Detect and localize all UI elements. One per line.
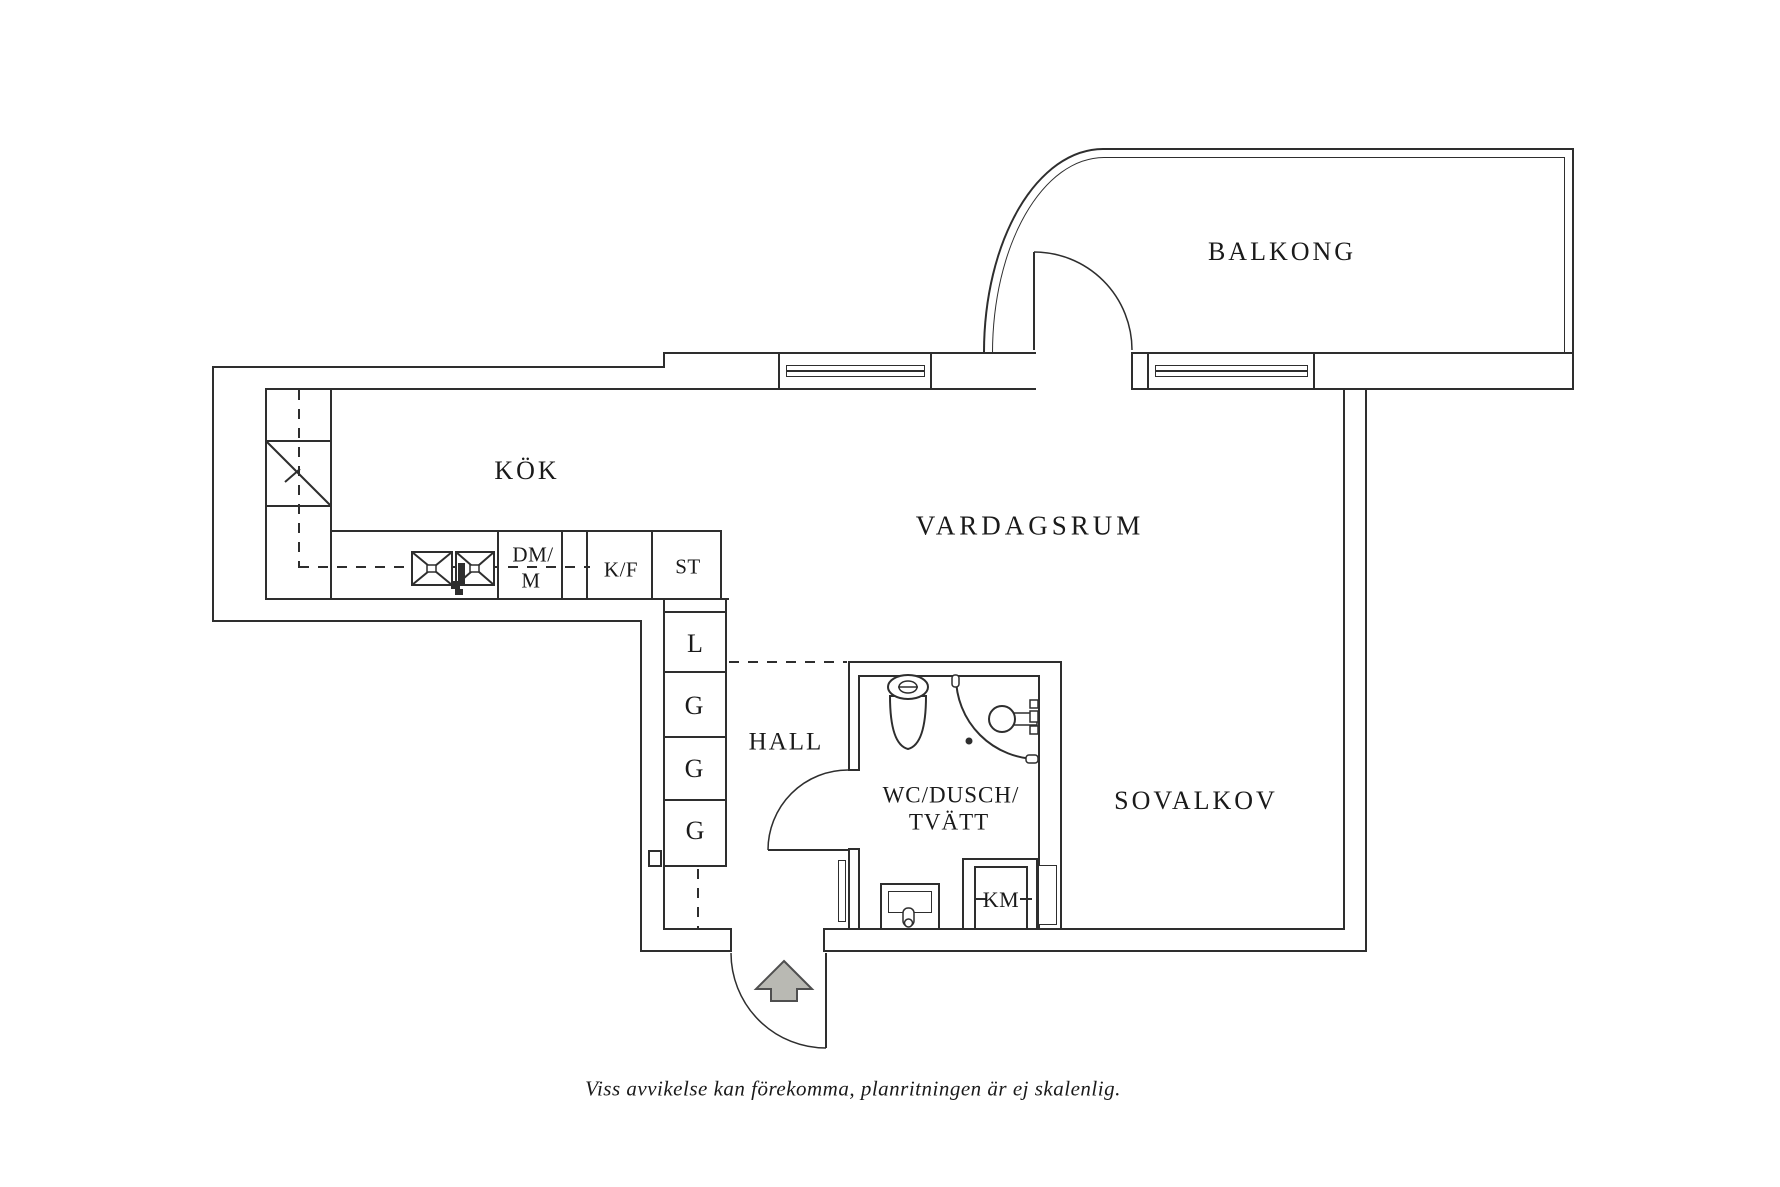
balcony-door	[1033, 251, 1133, 351]
wall-segment	[848, 769, 860, 771]
wall-segment	[1315, 352, 1574, 354]
wall-segment	[848, 661, 1062, 663]
wall-segment	[930, 352, 1036, 354]
closet-label-g1: G	[684, 691, 704, 720]
door-jamb	[730, 930, 732, 952]
door-jamb	[823, 930, 825, 952]
room-label-vardagsrum: VARDAGSRUM	[915, 510, 1145, 541]
dashed-guide-line	[697, 869, 699, 928]
room-label-balkong: BALKONG	[1207, 237, 1357, 266]
bathroom-faucet-icon	[902, 907, 915, 928]
wall-segment	[212, 366, 665, 368]
door-jamb	[838, 860, 846, 922]
wall-segment	[212, 620, 642, 622]
room-label-wc-line2: TVÄTT	[908, 809, 990, 835]
wall-segment	[860, 675, 1038, 677]
closet-label-g3: G	[685, 816, 705, 845]
wall-segment	[823, 950, 1367, 952]
wall-segment	[663, 928, 732, 930]
wall-segment	[848, 848, 860, 850]
wall-segment	[1343, 388, 1345, 930]
wall-segment	[858, 675, 860, 771]
kitchen-sink-icon	[411, 551, 495, 586]
pipe-shaft	[1038, 865, 1057, 925]
wall-segment	[663, 352, 782, 354]
dashed-guide-line	[298, 390, 300, 568]
closet-box	[663, 799, 727, 867]
corner-cabinet-icon	[266, 441, 331, 506]
wc-door	[767, 769, 849, 851]
wall-segment	[640, 950, 732, 952]
faucet-icon	[451, 563, 465, 595]
appliance-label-dishwasher-line2: M	[521, 568, 541, 593]
dashed-guide-line	[729, 661, 847, 663]
cabinet-divider	[720, 530, 722, 600]
wall-segment	[1060, 661, 1062, 930]
entrance-arrow-icon	[753, 959, 815, 1002]
cabinet-divider	[586, 530, 588, 600]
cabinet-divider	[651, 530, 653, 600]
window-glass-line	[787, 370, 924, 372]
appliance-label-pantry: ST	[675, 554, 701, 579]
wall-segment	[663, 352, 665, 368]
closet-label-g2: G	[684, 754, 704, 783]
wall-segment	[1365, 388, 1367, 952]
label-tick	[1020, 898, 1032, 900]
counter-edge	[330, 530, 722, 532]
room-label-wc-line1: WC/DUSCH/	[882, 782, 1020, 808]
wall-segment	[265, 388, 267, 600]
room-label-sovalkov: SOVALKOV	[1114, 786, 1278, 815]
wall-segment	[1315, 388, 1574, 390]
wall-segment	[848, 661, 850, 771]
appliance-label-fridge-freezer: K/F	[603, 557, 639, 582]
disclaimer-text: Viss avvikelse kan förekomma, planritnin…	[585, 1076, 1121, 1101]
wall-segment	[212, 366, 214, 622]
wall-segment	[640, 620, 642, 952]
wall-segment	[330, 390, 332, 600]
cabinet-divider	[497, 530, 499, 600]
wall-segment	[858, 850, 860, 930]
wall-segment	[265, 388, 782, 390]
appliance-label-dishwasher-line1: DM/	[512, 542, 554, 567]
toilet-icon	[887, 674, 929, 751]
wall-stub	[648, 850, 662, 867]
closet-label-l: L	[687, 629, 703, 658]
wall-segment	[930, 388, 1036, 390]
wall-segment	[848, 850, 850, 930]
cabinet-divider	[561, 530, 563, 600]
wall-segment	[823, 928, 1345, 930]
shower-icon	[951, 674, 1039, 764]
wall-segment	[1572, 352, 1574, 390]
label-tick	[976, 898, 986, 900]
wall-segment	[1038, 675, 1040, 930]
room-label-hall: HALL	[748, 728, 824, 756]
window-glass-line	[1156, 370, 1307, 372]
entrance-door	[730, 952, 827, 1049]
appliance-label-washing-machine: KM	[982, 887, 1020, 912]
room-label-kok: KÖK	[494, 456, 560, 485]
